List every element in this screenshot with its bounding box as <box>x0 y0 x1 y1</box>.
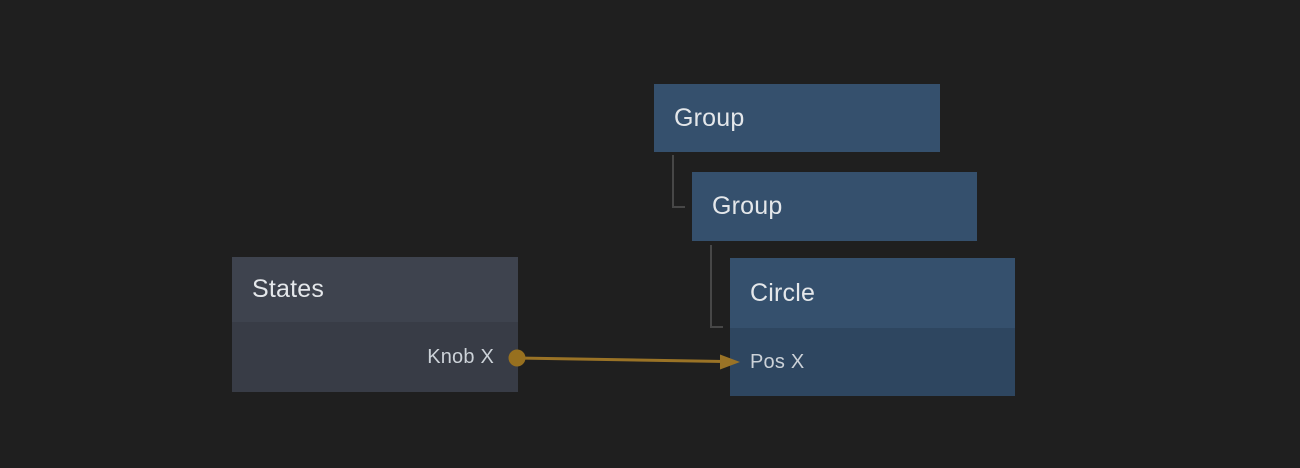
tree-connector-group-to-circle <box>710 245 723 328</box>
connection-wire-knob-x-to-pos-x[interactable] <box>516 356 725 363</box>
port-label-knob-x: Knob X <box>427 345 494 368</box>
node-circle-header[interactable]: Circle <box>730 258 1015 328</box>
port-row-knob-x[interactable]: Knob X <box>232 322 518 392</box>
node-group-outer[interactable]: Group <box>654 84 940 152</box>
node-group-inner-title: Group <box>712 192 783 220</box>
node-states[interactable]: States Knob X <box>232 257 518 392</box>
node-circle[interactable]: Circle Pos X <box>730 258 1015 396</box>
port-row-pos-x[interactable]: Pos X <box>730 328 1015 396</box>
node-group-inner[interactable]: Group <box>692 172 977 241</box>
node-states-title: States <box>252 275 325 303</box>
node-circle-title: Circle <box>750 278 816 307</box>
port-label-pos-x: Pos X <box>750 350 805 373</box>
tree-connector-group-to-group <box>672 155 685 208</box>
node-states-header[interactable]: States <box>232 257 518 322</box>
node-group-outer-title: Group <box>674 103 745 132</box>
